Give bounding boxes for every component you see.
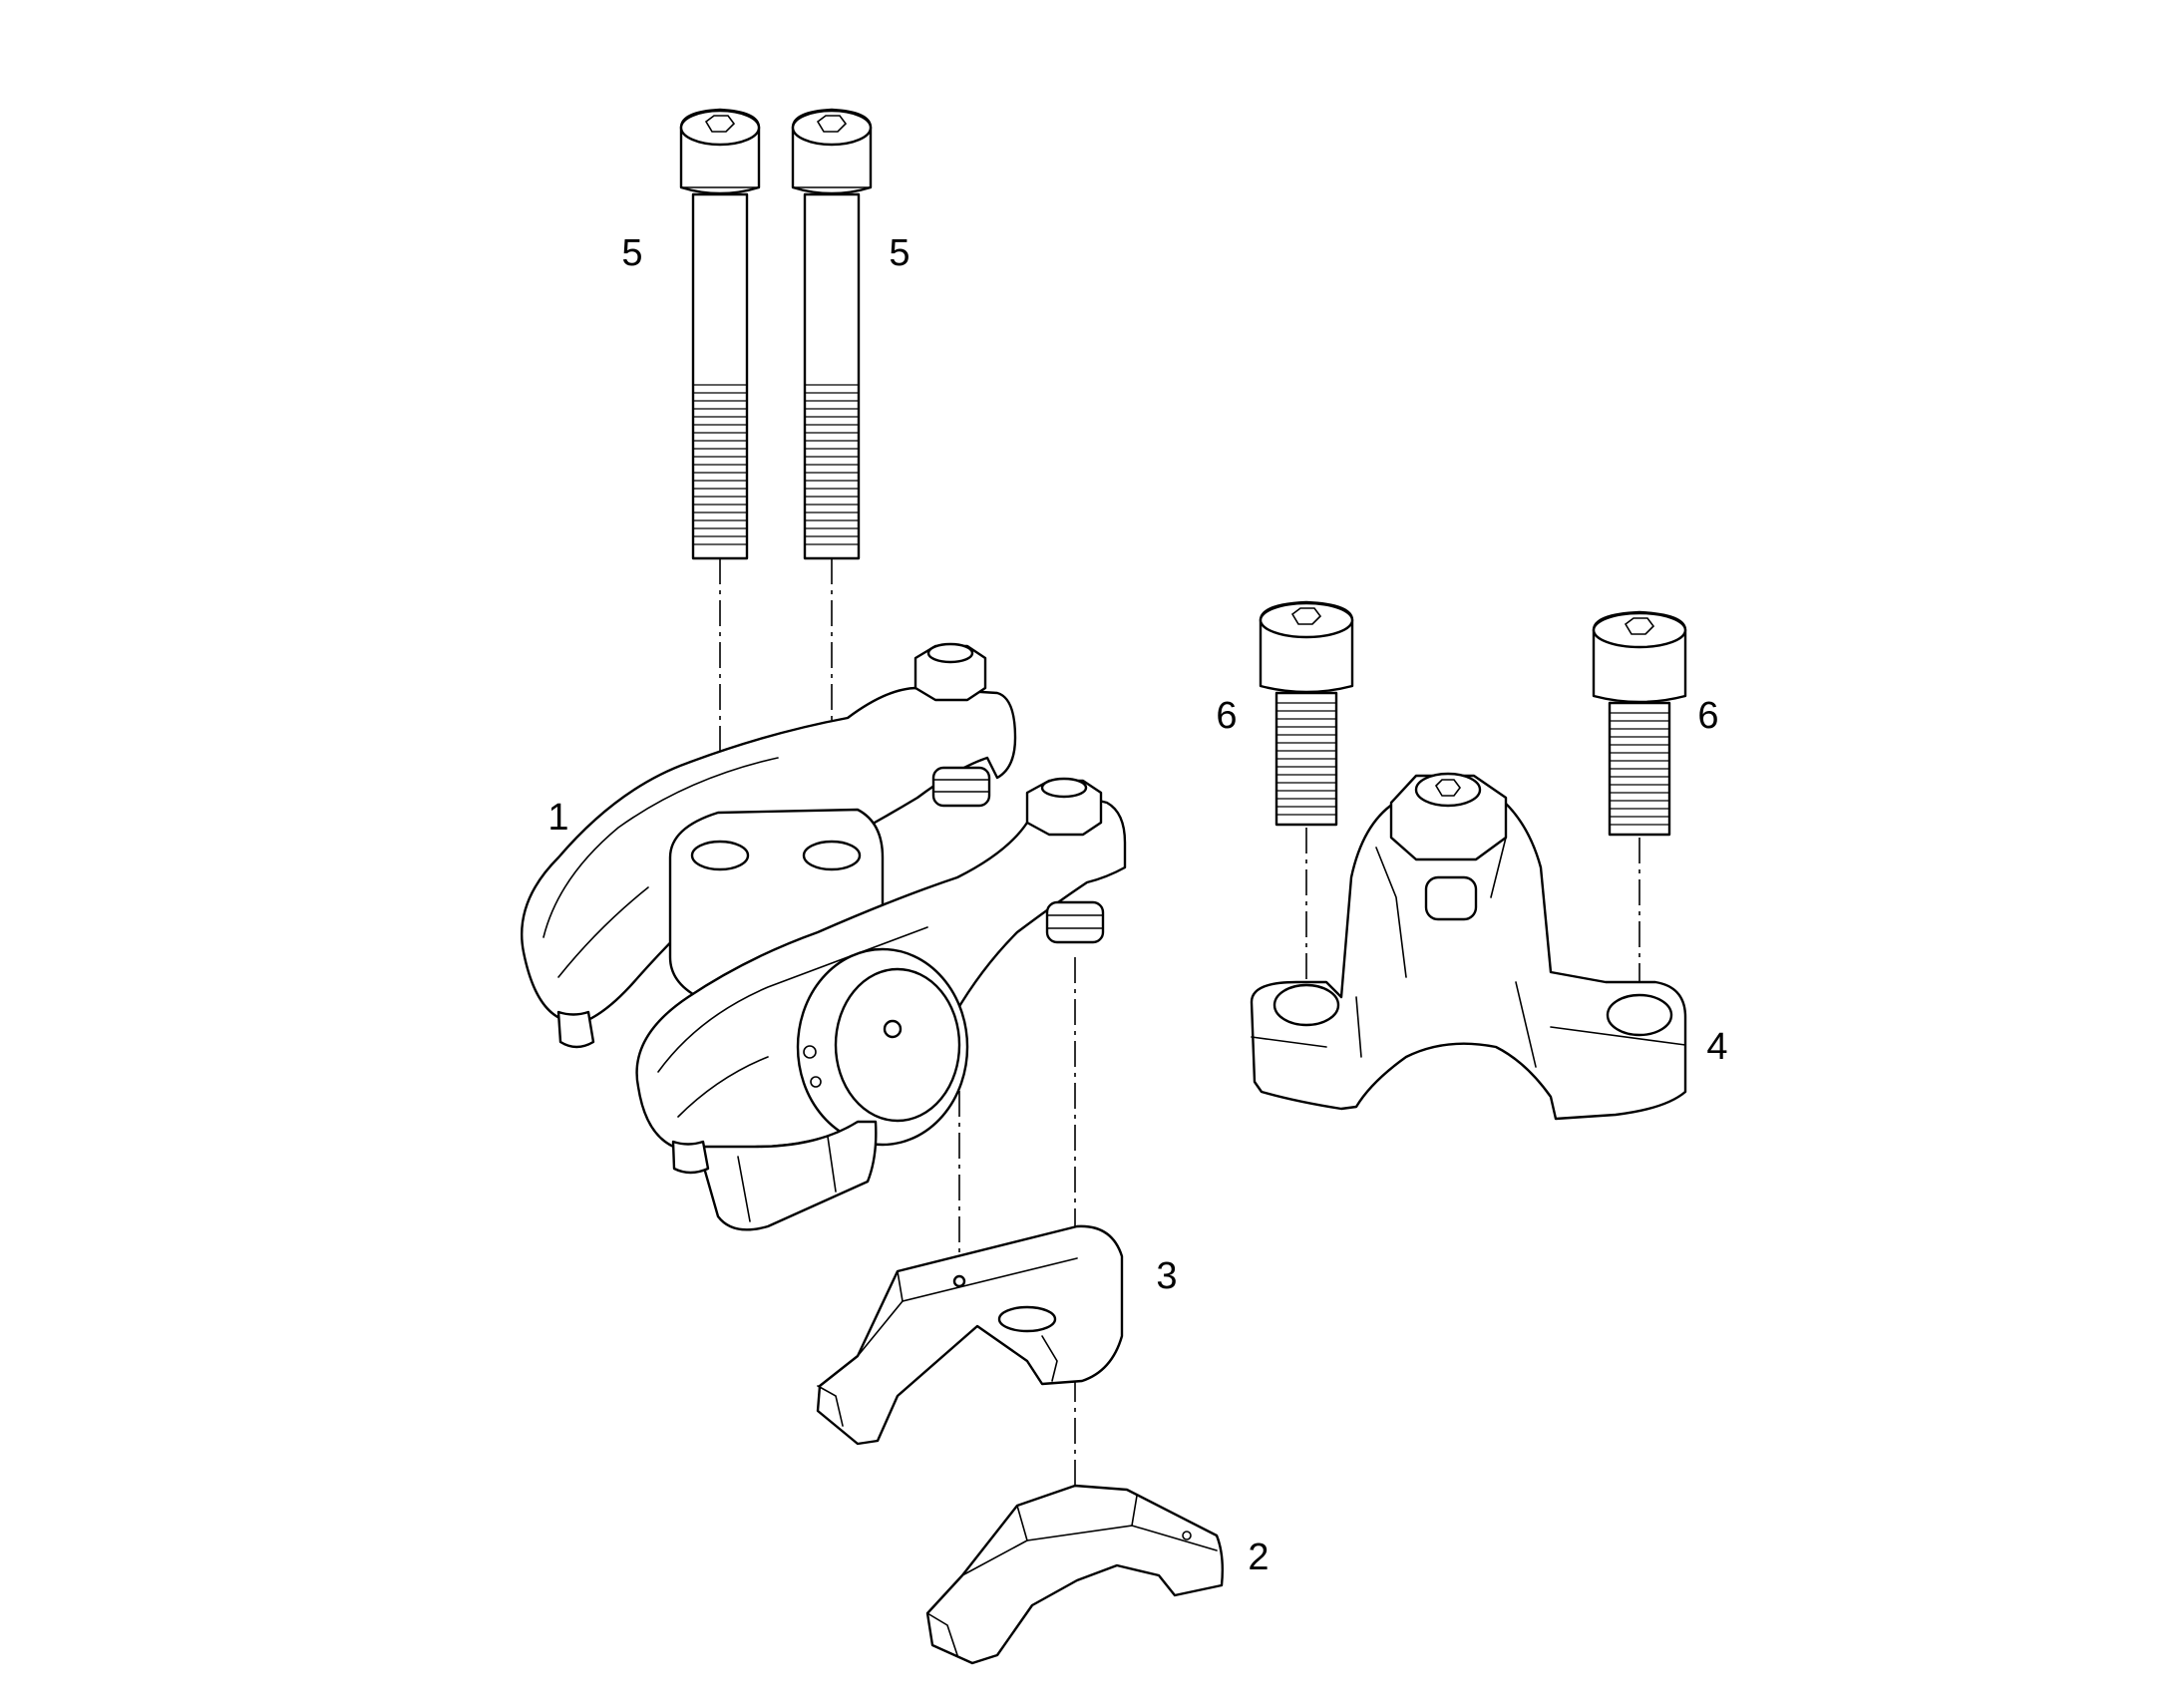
short-bolt-left [1259,600,1354,827]
centre-lines [719,558,1640,1496]
long-bolt-left-thread [693,384,747,545]
label-item-2: 2 [1248,1537,1269,1578]
bridge-2 [925,1484,1225,1665]
long-bolt-right-thread [805,384,859,545]
rocker-arm-assembly [520,642,1127,1231]
bridge-4 [1250,772,1687,1121]
callout-labels: 1 2 3 4 5 5 6 6 [547,232,1727,1578]
short-bolt-right-thread [1610,712,1669,826]
label-item-5-right: 5 [889,232,909,274]
long-bolt-right [791,108,873,560]
label-item-6-right: 6 [1697,695,1718,737]
label-item-3: 3 [1156,1255,1177,1297]
short-bolt-left-thread [1276,702,1336,816]
label-item-4: 4 [1706,1026,1727,1068]
label-item-6-left: 6 [1216,695,1237,737]
label-item-5-left: 5 [621,232,642,274]
long-bolt-left [679,108,761,560]
bracket-3 [816,1224,1124,1446]
label-item-1: 1 [547,797,568,839]
short-bolt-right [1592,610,1687,837]
